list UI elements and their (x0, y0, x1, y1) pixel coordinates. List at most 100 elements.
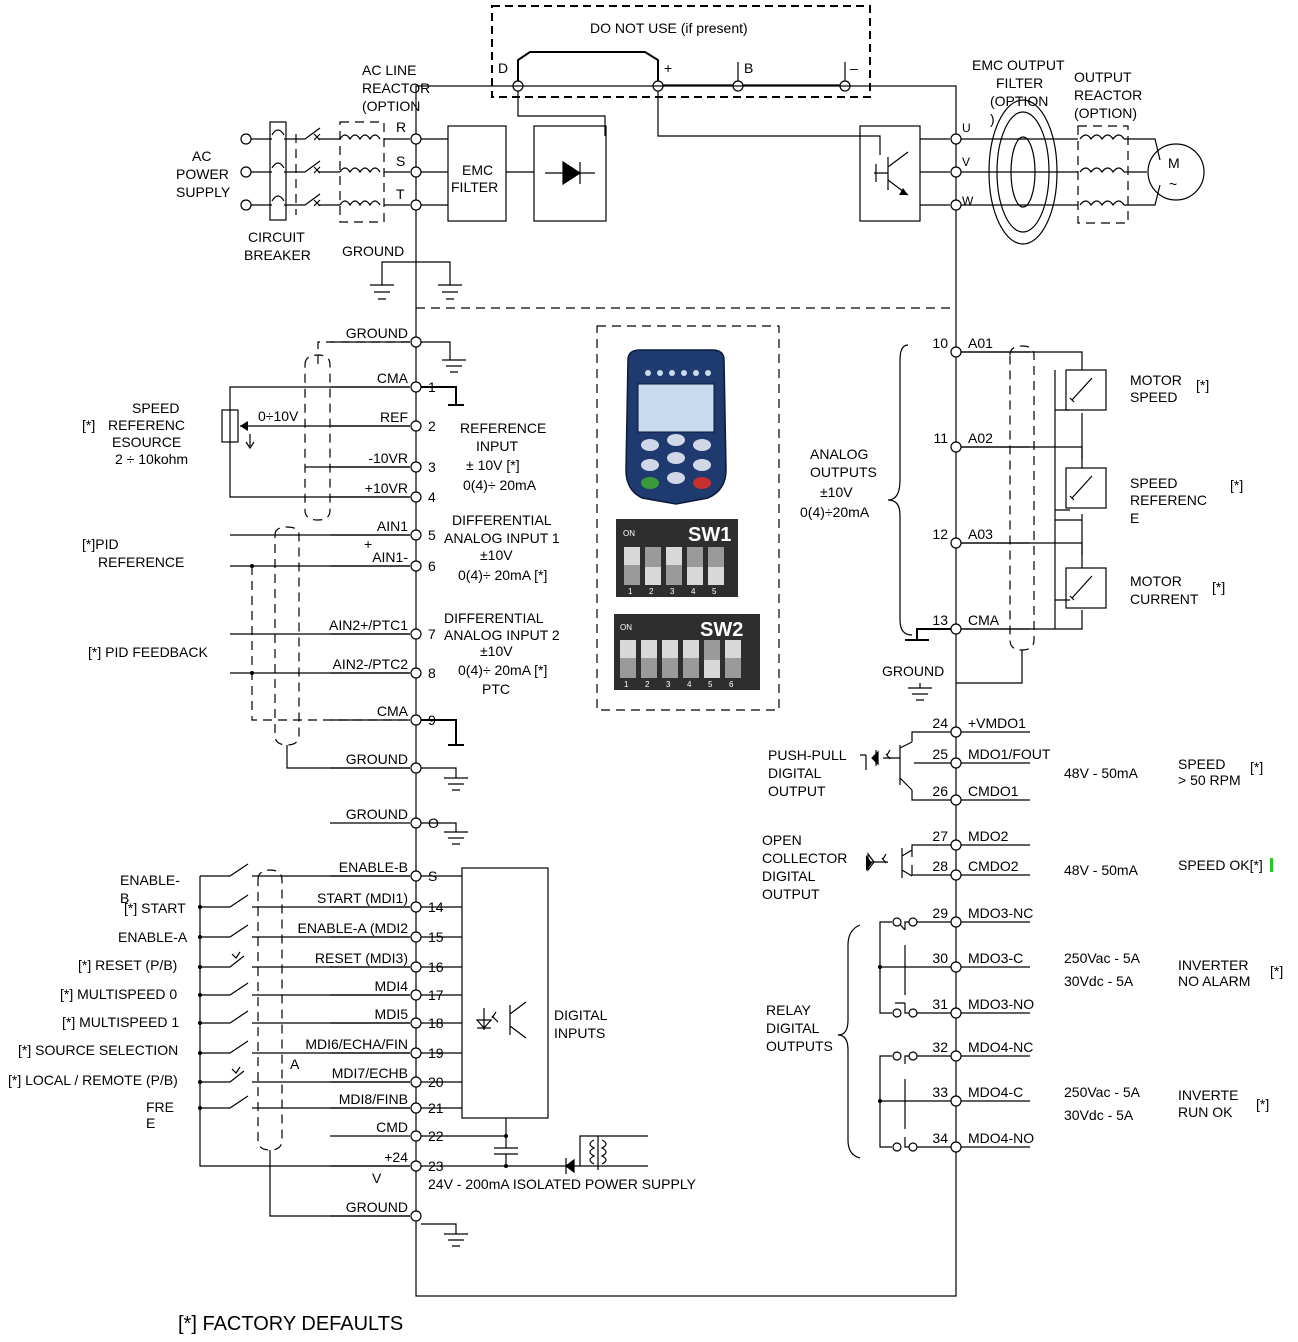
keypad-button[interactable] (693, 439, 711, 451)
terminal-right-number: 11 (933, 430, 948, 446)
svg-text:2 ÷ 10kohm: 2 ÷ 10kohm (115, 451, 188, 467)
terminal-left: GROUND (330, 1199, 422, 1222)
terminal-right-label: A02 (968, 430, 993, 446)
svg-text:30Vdc - 5A: 30Vdc - 5A (1064, 973, 1134, 989)
terminal-left-number: 3 (428, 459, 436, 475)
terminal-right-number: 30 (932, 950, 948, 966)
terminal-right-number: 29 (932, 905, 948, 921)
svg-text:PTC: PTC (482, 681, 510, 697)
pot-range-label: 0÷10V (258, 408, 299, 424)
svg-text:[*]: [*] (82, 417, 95, 433)
terminal-left-label: REF (380, 409, 408, 425)
ground-label-analog-out: GROUND (882, 663, 944, 679)
keypad-button[interactable] (641, 459, 659, 471)
svg-text:V: V (372, 1170, 382, 1186)
factory-defaults-note: [*] FACTORY DEFAULTS (178, 1313, 403, 1335)
sw1-dip-switch[interactable]: ON SW1 1 2 3 4 5 (616, 519, 738, 597)
terminal-right-number: 12 (932, 526, 948, 542)
terminal-right-label: MDO1/FOUT (968, 746, 1051, 762)
sw2-label: SW2 (700, 619, 743, 641)
svg-text:): ) (990, 111, 995, 127)
terminal-right-label: CMDO2 (968, 858, 1019, 874)
keypad-button[interactable] (641, 439, 659, 451)
terminal-w-label: W (962, 194, 974, 208)
keypad-area (596, 325, 780, 711)
terminal-u-label: U (962, 121, 971, 135)
svg-text:BREAKER: BREAKER (244, 247, 311, 263)
keypad-button[interactable] (667, 452, 685, 464)
multispeed-1-label: [*] MULTISPEED 1 (62, 1014, 179, 1030)
svg-text:ESOURCE: ESOURCE (112, 434, 181, 450)
svg-text:5: 5 (708, 680, 713, 689)
keypad-stop-button[interactable] (693, 477, 711, 489)
drive-enclosure (415, 85, 957, 1297)
keypad-start-button[interactable] (641, 477, 659, 489)
terminal-left-number: 5 (428, 527, 436, 543)
digital-inputs-optocoupler-block (461, 867, 549, 1119)
start-label: [*] START (124, 900, 186, 916)
svg-text:±10V: ±10V (480, 643, 513, 659)
svg-text:ON: ON (620, 623, 632, 632)
sw1-label: SW1 (688, 524, 731, 546)
svg-text:SPEED: SPEED (1130, 389, 1177, 405)
terminal-right-number: 34 (932, 1130, 948, 1146)
terminal-s-label: S (396, 153, 405, 169)
terminal-right-label: MDO3-C (968, 950, 1023, 966)
svg-text:± 10V [*]: ± 10V [*] (466, 457, 520, 473)
terminal-right-label: MDO3-NC (968, 905, 1033, 921)
terminal-right-label: CMDO1 (968, 783, 1019, 799)
analog-input-wiring (221, 341, 468, 1247)
sw2-dip-switch[interactable]: ON SW2 1 2 3 4 5 6 (614, 614, 760, 690)
free-label: FRE (146, 1099, 174, 1115)
emc-output-filter-label: EMC OUTPUT (972, 57, 1065, 73)
svg-text:1: 1 (624, 680, 629, 689)
svg-text:30Vdc - 5A: 30Vdc - 5A (1064, 1107, 1134, 1123)
terminal-left-label: CMA (377, 370, 409, 386)
pid-feedback-label: [*] PID FEEDBACK (88, 644, 208, 660)
terminal-left-label: ENABLE-B (339, 859, 408, 875)
keypad-device[interactable] (625, 349, 727, 505)
diff-analog-input-1-label: DIFFERENTIAL (452, 512, 552, 528)
svg-text:3: 3 (670, 587, 675, 596)
terminal-right: 24+VMDO1 (932, 715, 1030, 738)
terminal-right-label: +VMDO1 (968, 715, 1026, 731)
keypad-button[interactable] (667, 434, 685, 446)
terminal-left-label: START (MDI1) (317, 890, 408, 906)
svg-text:A: A (290, 1056, 300, 1072)
terminal-left: GROUND (330, 751, 422, 774)
output-reactor-label: OUTPUT (1074, 69, 1132, 85)
svg-text:OUTPUT: OUTPUT (768, 783, 826, 799)
terminal-right: 29 MDO3-NC (932, 905, 1033, 928)
terminal-left-label: +10VR (365, 480, 408, 496)
left-terminal-strip: GROUNDCMA1REF2-10VR3+10VR4AIN15AIN1-6AIN… (298, 325, 444, 1222)
svg-text:1: 1 (628, 587, 633, 596)
inverter-run-ok-label: INVERTE (1178, 1087, 1238, 1103)
terminal-left: RESET (MDI3)16 (315, 950, 444, 975)
terminal-left-number: 2 (428, 418, 436, 434)
terminal-left-label: GROUND (346, 1199, 408, 1215)
svg-text:[*]: [*] (1212, 579, 1225, 595)
speed-ok-marker (1270, 858, 1273, 872)
keypad-button[interactable] (693, 459, 711, 471)
motor-speed-label: MOTOR (1130, 372, 1182, 388)
svg-text:0(4)÷ 20mA [*]: 0(4)÷ 20mA [*] (458, 567, 547, 583)
svg-text:2: 2 (645, 680, 650, 689)
speed-reference-label: SPEED (1130, 475, 1177, 491)
svg-text:POWER: POWER (176, 166, 229, 182)
terminal-right: 30 MDO3-C (932, 950, 1030, 973)
keypad-button[interactable] (667, 472, 685, 484)
ac-power-supply-label: AC (192, 148, 211, 164)
isolated-power-supply-label: 24V - 200mA ISOLATED POWER SUPPLY (428, 1176, 697, 1192)
terminal-right-number: 28 (932, 858, 948, 874)
speed-ok-label: SPEED OK[*] (1178, 857, 1263, 873)
svg-text:OUTPUTS: OUTPUTS (810, 464, 877, 480)
